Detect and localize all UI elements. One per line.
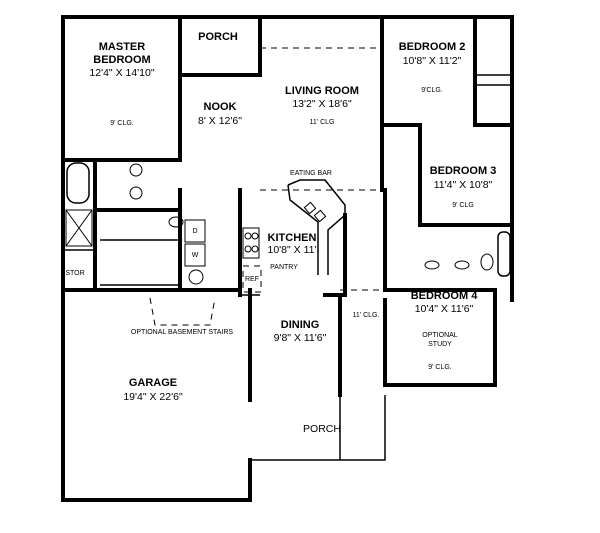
- dining-size: 9'8" X 11'6": [274, 332, 327, 344]
- fixtures: [65, 47, 511, 326]
- bedroom3-ceiling: 9' CLG: [452, 202, 474, 209]
- master-bedroom-size: 12'4" X 14'10": [89, 67, 154, 79]
- bedroom2-size: 10'8" X 11'2": [403, 55, 462, 67]
- storage-label: STOR: [65, 270, 84, 277]
- dining-ceiling: 11' CLG.: [353, 312, 380, 319]
- bedroom2-label: BEDROOM 2: [399, 41, 466, 53]
- basement-stairs-label: OPTIONAL BASEMENT STAIRS: [131, 329, 234, 336]
- master-bedroom-ceiling: 9' CLG.: [110, 120, 134, 127]
- dryer-label: D: [192, 228, 197, 235]
- porch-front-label: PORCH: [303, 423, 341, 435]
- living-room-size: 13'2" X 18'6": [292, 98, 352, 110]
- ref-label: REF: [245, 276, 259, 283]
- kitchen-label: KITCHEN: [268, 232, 317, 244]
- garage-size: 19'4" X 22'6": [123, 391, 183, 403]
- bedroom4-ceiling: 9' CLG.: [428, 364, 452, 371]
- optional-study-label-2: STUDY: [428, 341, 452, 348]
- porch-top-label: PORCH: [198, 31, 238, 43]
- master-bedroom-label: MASTER: [99, 41, 146, 53]
- dining-label: DINING: [281, 319, 320, 331]
- pantry-label: PANTRY: [270, 264, 298, 271]
- nook-size: 8' X 12'6": [198, 115, 242, 127]
- bedroom2-ceiling: 9'CLG.: [421, 87, 443, 94]
- walls: [61, 15, 514, 502]
- kitchen-size: 10'8" X 11': [268, 244, 317, 256]
- nook-label: NOOK: [204, 101, 237, 113]
- eating-bar-label: EATING BAR: [290, 170, 332, 177]
- bedroom3-size: 11'4" X 10'8": [434, 179, 493, 191]
- living-room-ceiling: 11' CLG: [310, 119, 335, 126]
- labels: MASTER BEDROOM 12'4" X 14'10" 9' CLG. PO…: [65, 31, 496, 435]
- living-room-label: LIVING ROOM: [285, 85, 359, 97]
- garage-label: GARAGE: [129, 377, 177, 389]
- washer-label: W: [192, 252, 199, 259]
- bedroom4-size: 10'4" X 11'6": [415, 303, 474, 315]
- optional-study-label: OPTIONAL: [422, 332, 458, 339]
- master-bedroom-label-2: BEDROOM: [93, 54, 150, 66]
- bedroom3-label: BEDROOM 3: [430, 165, 497, 177]
- bedroom4-label: BEDROOM 4: [411, 290, 479, 302]
